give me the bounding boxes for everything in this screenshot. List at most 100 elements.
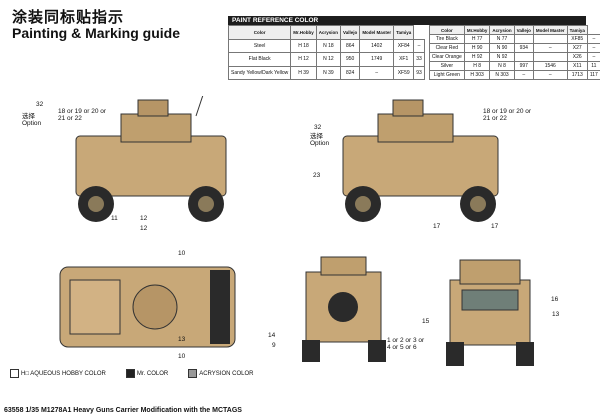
vehicle-front-view bbox=[446, 259, 534, 366]
table-cell: – bbox=[359, 65, 395, 80]
vehicle-rear-view bbox=[302, 256, 386, 362]
table-cell: H 90 bbox=[463, 43, 491, 53]
table-cell: H 39 bbox=[290, 65, 317, 80]
color-name-cell: Clear Orange bbox=[428, 52, 465, 62]
table-header-cell: Acrysion bbox=[489, 25, 515, 35]
legend-acrysion: ACRYSION COLOR bbox=[188, 369, 253, 378]
callout-23: 23 bbox=[313, 172, 321, 179]
table-banner: PAINT REFERENCE COLOR bbox=[228, 16, 586, 25]
callout-9: 9 bbox=[272, 342, 276, 349]
table-cell bbox=[513, 34, 534, 44]
color-name-cell: Clear Red bbox=[428, 43, 465, 53]
table-cell: H 303 bbox=[463, 70, 491, 80]
table-header-cell: Color bbox=[428, 25, 465, 35]
table-cell: X26 bbox=[566, 52, 588, 62]
table-cell: N 8 bbox=[489, 61, 515, 71]
color-name-cell: Light Green bbox=[428, 70, 465, 80]
page-title: Painting & Marking guide bbox=[12, 25, 181, 41]
callout-15: 15 bbox=[422, 318, 430, 325]
table-cell: H 77 bbox=[463, 34, 491, 44]
table-cell: H 92 bbox=[463, 52, 491, 62]
table-cell: – bbox=[586, 43, 600, 53]
table-cell: 1546 bbox=[532, 61, 568, 71]
callout-32-left: 32 bbox=[36, 101, 44, 108]
callout-10-b: 10 bbox=[178, 353, 186, 360]
table-cell: 1713 bbox=[566, 70, 588, 80]
table-header-cell: Acrysion bbox=[315, 25, 342, 40]
callout-12-a: 12 bbox=[140, 215, 148, 222]
table-cell: H 8 bbox=[463, 61, 491, 71]
callout-13: 13 bbox=[178, 336, 186, 343]
table-cell: 864 bbox=[340, 38, 361, 53]
table-cell bbox=[532, 34, 568, 44]
table-header-cell: Model Master bbox=[359, 25, 395, 40]
color-name-cell: Sandy Yellow/Dark Yellow bbox=[227, 65, 292, 80]
table-header-cell: Tamiya bbox=[566, 25, 588, 35]
vehicle-side-left bbox=[75, 96, 227, 222]
callout-32-right: 32 bbox=[314, 124, 322, 131]
table-header-cell: Mr.Hobby bbox=[290, 25, 317, 40]
table-header-cell: Vallejo bbox=[513, 25, 534, 35]
option-label-right: 选择 Option bbox=[310, 133, 330, 147]
callout-18-22-left: 18 or 19 or 20 or 21 or 22 bbox=[58, 108, 107, 122]
callout-12-b: 12 bbox=[140, 225, 148, 232]
mr-swatch-icon bbox=[125, 369, 135, 378]
table-header-cell: Tamiya bbox=[393, 25, 415, 40]
table-cell: 934 bbox=[513, 43, 534, 53]
table-cell: 1402 bbox=[359, 38, 395, 53]
title-chinese: 涂装同标贴指示 bbox=[12, 9, 125, 26]
table-cell: H 18 bbox=[290, 38, 317, 53]
callout-17-a: 17 bbox=[433, 223, 441, 230]
color-legend: H□ AQUEOUS HOBBY COLOR Mr. COLOR ACRYSIO… bbox=[10, 369, 253, 378]
table-cell: – bbox=[532, 43, 568, 53]
table-cell: XF85 bbox=[566, 34, 588, 44]
table-cell: N 90 bbox=[489, 43, 515, 53]
color-name-cell: Tire Black bbox=[428, 34, 465, 44]
table-cell: XF84 bbox=[393, 38, 415, 53]
aqueous-swatch-icon bbox=[10, 369, 19, 378]
table-cell: N 12 bbox=[315, 52, 342, 67]
vehicle-side-right bbox=[342, 99, 499, 222]
callout-18-22-right: 18 or 19 or 20 or 21 or 22 bbox=[483, 108, 532, 122]
table-cell: 997 bbox=[513, 61, 534, 71]
table-header-cell: Color bbox=[227, 25, 292, 40]
table-cell: 950 bbox=[340, 52, 361, 67]
table-cell: – bbox=[586, 34, 600, 44]
table-cell: 11 bbox=[586, 61, 600, 71]
table-header-cell: Model Master bbox=[532, 25, 568, 35]
acrysion-swatch-icon bbox=[188, 369, 198, 378]
table-cell: N 39 bbox=[315, 65, 342, 80]
table-cell: XF59 bbox=[393, 65, 415, 80]
table-cell bbox=[532, 52, 568, 62]
table-cell: 824 bbox=[340, 65, 361, 80]
footer-product-name: 63558 1/35 M1278A1 Heavy Guns Carrier Mo… bbox=[4, 407, 242, 414]
callout-10: 10 bbox=[178, 250, 186, 257]
callout-16: 16 bbox=[551, 296, 559, 303]
table-cell: 1749 bbox=[359, 52, 395, 67]
table-cell: N 92 bbox=[489, 52, 515, 62]
table-cell: H 12 bbox=[290, 52, 317, 67]
table-cell: X11 bbox=[566, 61, 588, 71]
table-cell: – bbox=[586, 52, 600, 62]
color-name-cell: Silver bbox=[428, 61, 465, 71]
color-name-cell: Flat Black bbox=[227, 52, 292, 67]
callout-1-to-6: 1 or 2 or 3 or 4 or 5 or 6 bbox=[387, 337, 425, 351]
table-cell: – bbox=[532, 70, 568, 80]
legend-mr: Mr. COLOR bbox=[125, 369, 168, 378]
table-cell bbox=[513, 52, 534, 62]
callout-17-b: 17 bbox=[491, 223, 499, 230]
table-cell: – bbox=[413, 38, 425, 53]
callout-13-b: 13 bbox=[552, 311, 560, 318]
table-cell: 33 bbox=[413, 52, 425, 67]
table-header-cell: Vallejo bbox=[340, 25, 361, 40]
